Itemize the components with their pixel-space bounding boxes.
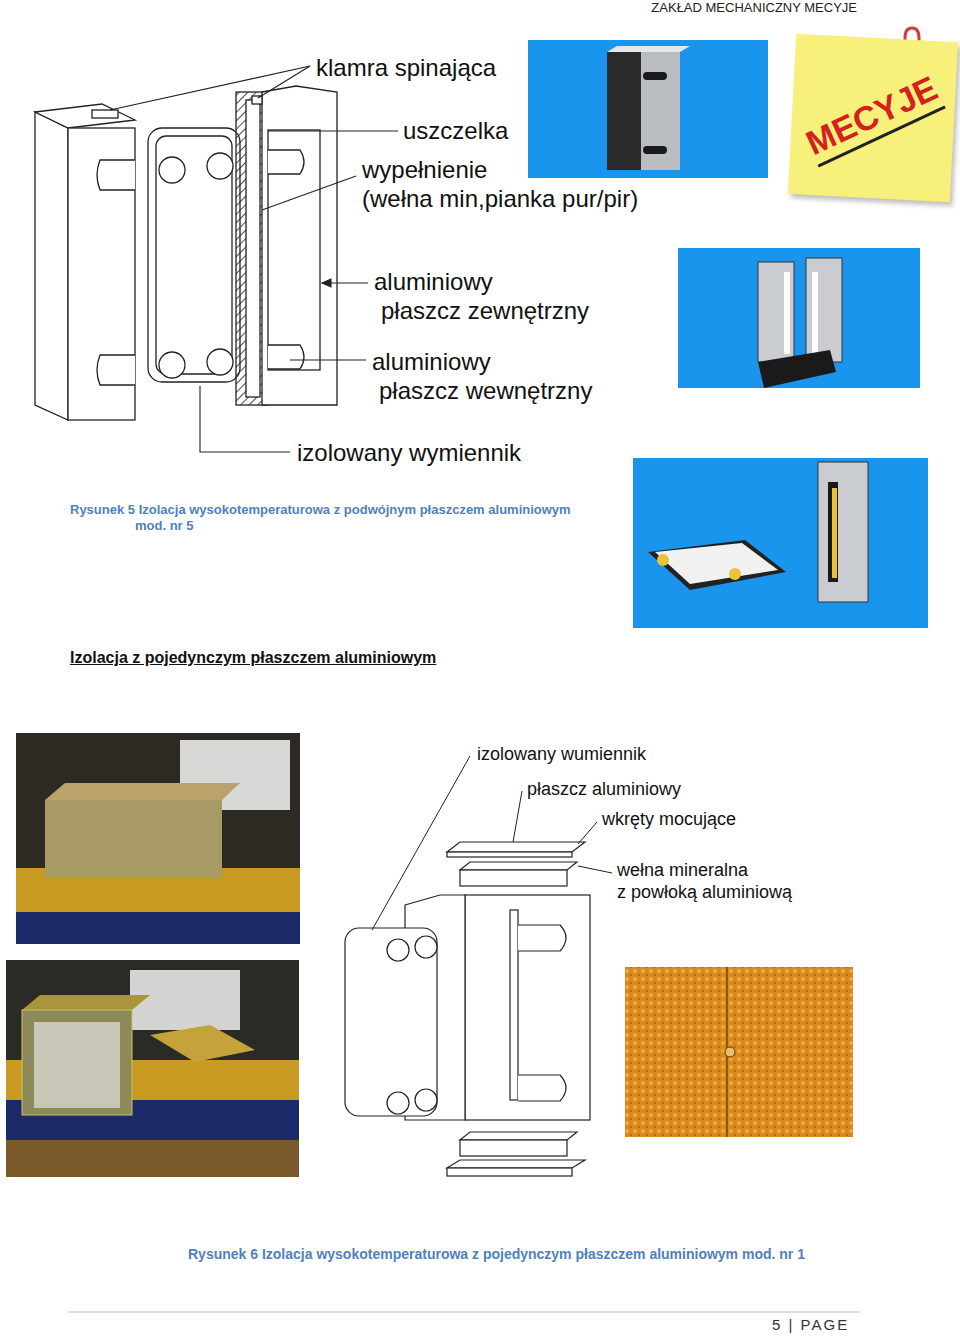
callout-label: klamra spinająca [316,53,496,82]
section-heading: Izolacja z pojedynczym płaszczem alumini… [70,648,436,668]
callout-label: wkręty mocujące [602,809,736,831]
callout-label: aluminiowy płaszcz zewnętrzny [374,268,589,326]
callout-label: ZAKŁAD MECHANICZNY MECYJE [651,0,857,16]
callout-label: wypełnienie (wełna min,pianka pur/pir) [362,156,638,214]
callout-label: uszczelka [403,116,508,145]
assembly-drawing [345,842,590,1176]
logo-text: MECYJE [800,69,945,168]
callout-label: płaszcz aluminiowy [527,779,681,801]
callout-label: 5 | PAGE [772,1316,849,1334]
figure-caption: Rysunek 6 Izolacja wysokotemperaturowa z… [188,1246,805,1263]
leader-lines [110,66,398,452]
sticky-note: MECYJE [788,34,958,202]
callout-label: izolowany wymiennik [297,438,521,467]
callout-label: wełna mineralna z powłoką aluminiową [617,860,792,903]
callout-label: izolowany wumiennik [477,744,646,766]
footer-rule [68,1312,860,1313]
callout-label: Rysunek 5 Izolacja wysokotemperaturowa z… [70,502,571,534]
photos [6,733,853,1177]
callout-label: aluminiowy płaszcz wewnętrzny [372,348,592,406]
exchanger-drawing [35,86,337,420]
